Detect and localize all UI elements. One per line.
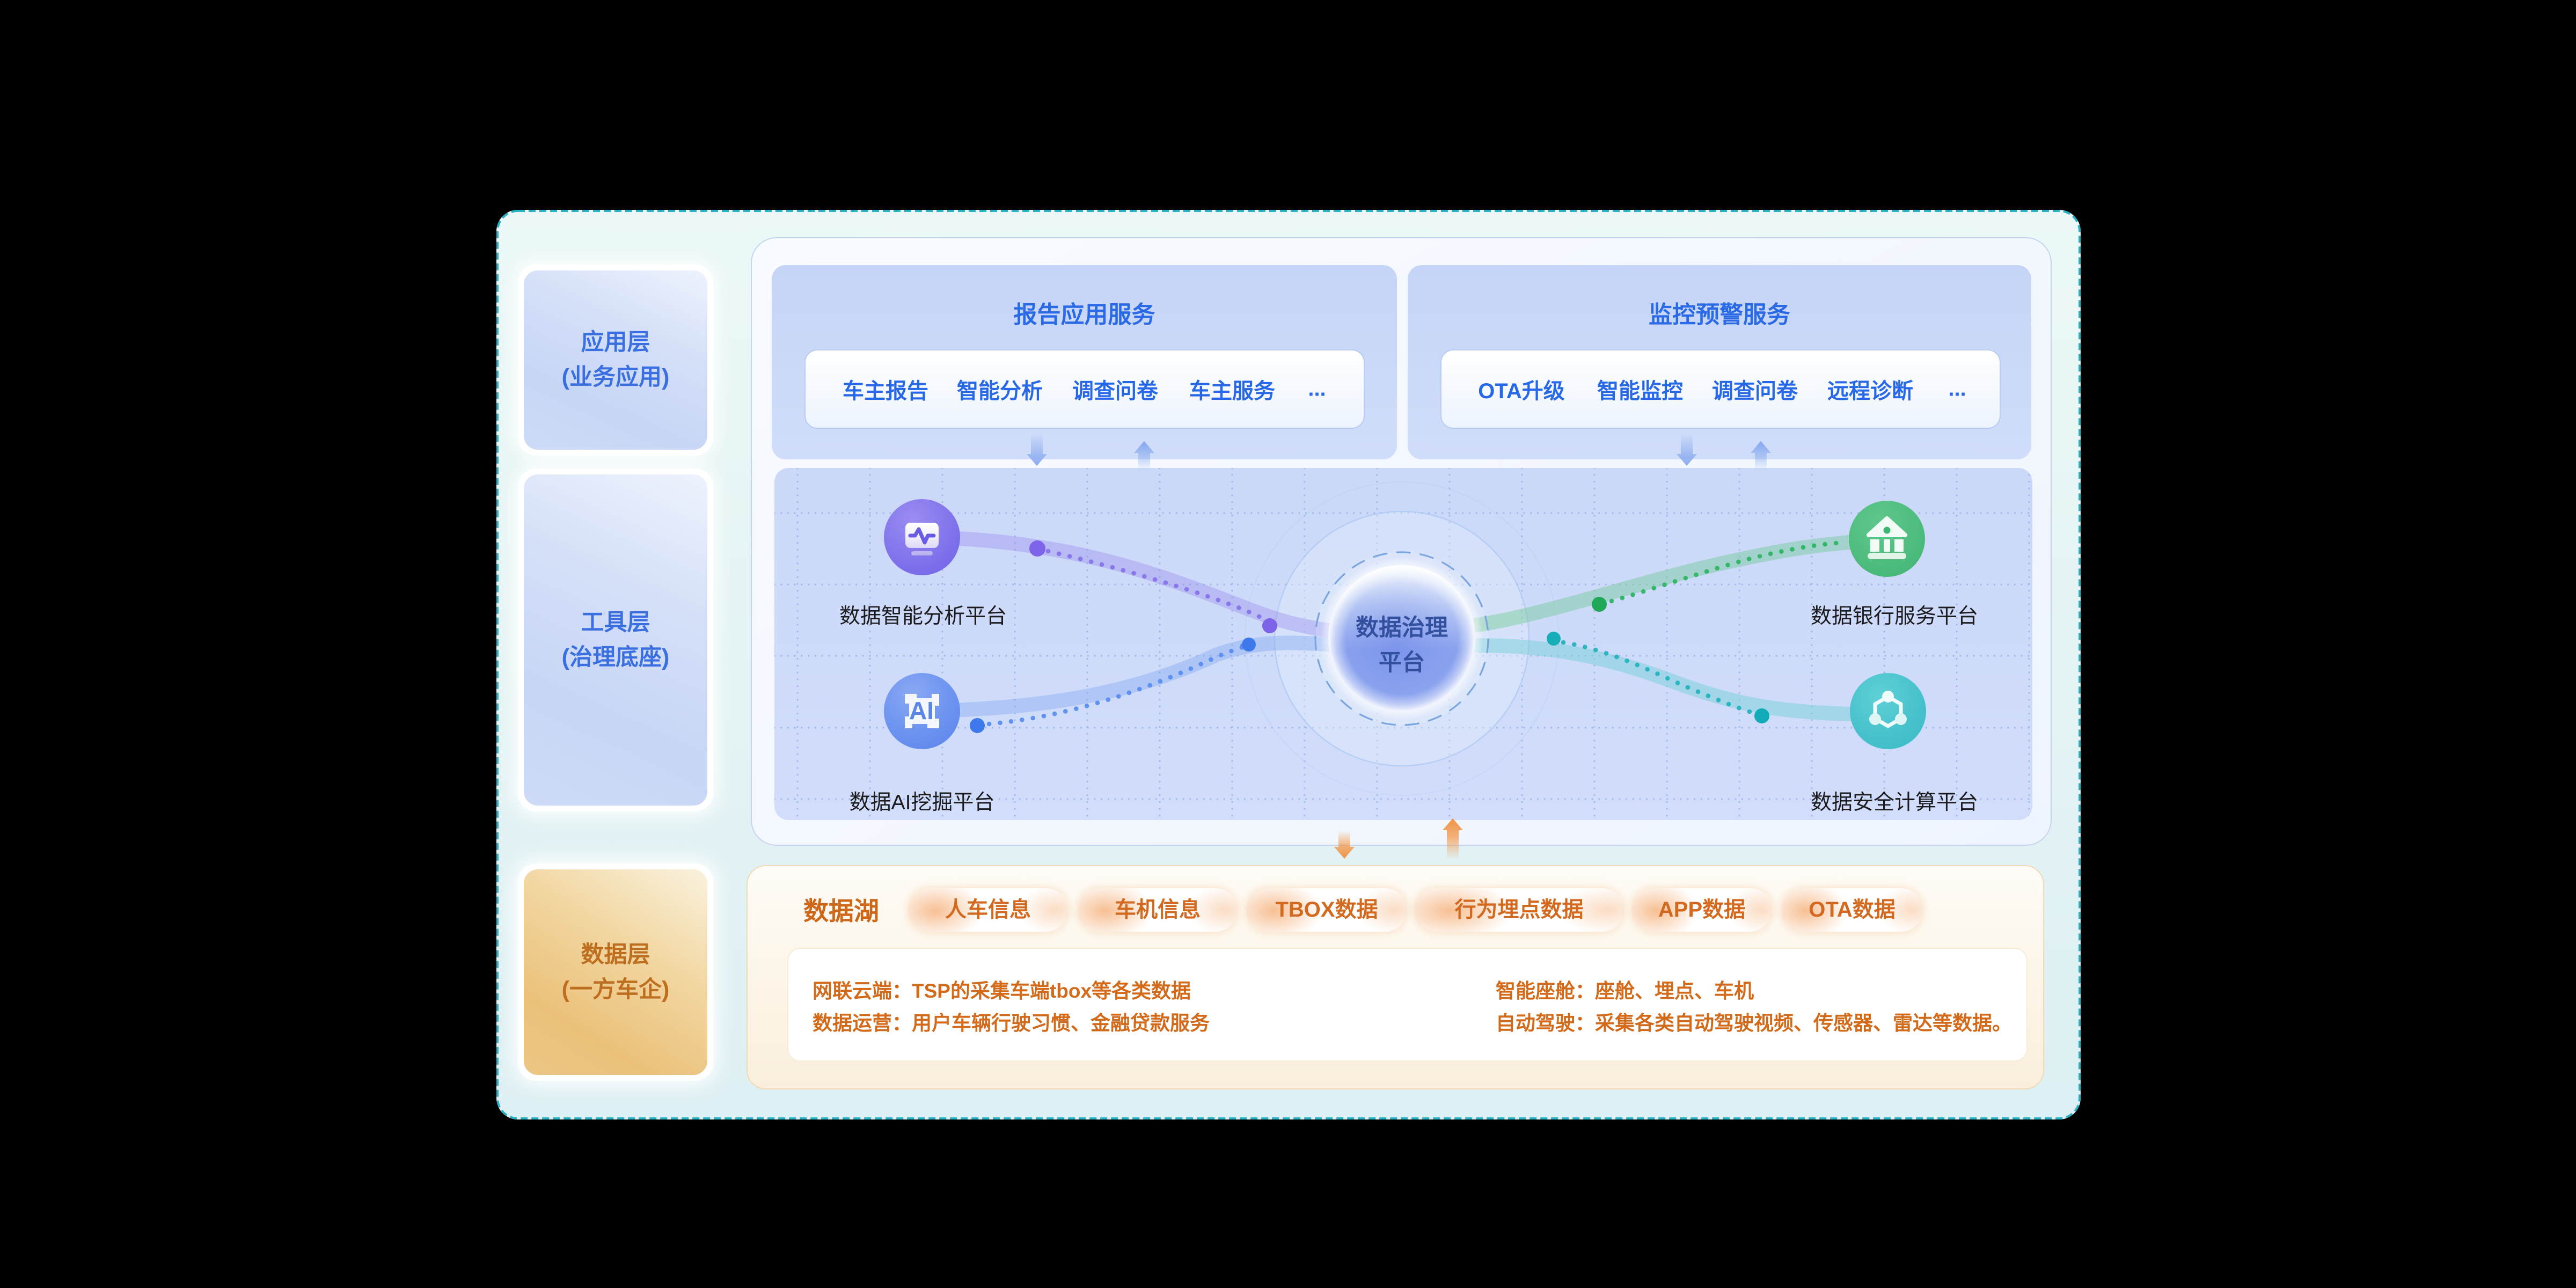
svg-text:AI: AI xyxy=(909,697,934,724)
